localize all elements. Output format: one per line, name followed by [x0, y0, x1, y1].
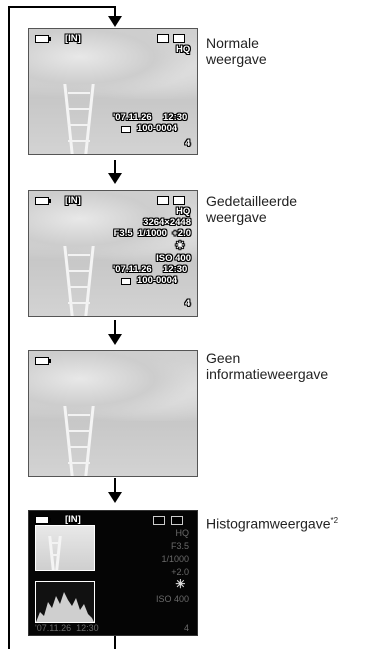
resolution-text: 3264×2448	[143, 217, 191, 228]
battery-icon	[35, 357, 51, 365]
quality-indicator: HQ	[175, 528, 190, 538]
exposure-text: F3.5 1/1000 +2.0	[113, 228, 191, 239]
label-detailed: Gedetailleerde weergave	[206, 193, 298, 225]
label-no-info: Geen informatieweergave	[206, 350, 329, 382]
memory-card-icon	[121, 126, 131, 133]
battery-icon	[35, 35, 51, 43]
tower-image	[63, 406, 95, 476]
flow-stem-4	[114, 478, 116, 494]
aperture-text: F3.5	[170, 541, 189, 551]
ev-text: +2.0	[171, 567, 189, 577]
tower-image	[63, 246, 95, 316]
memory-card-icon	[121, 278, 131, 285]
screen-no-info	[28, 350, 198, 477]
flow-top-bar	[8, 6, 116, 8]
date-text: '07.11.26	[113, 264, 152, 275]
datetime-text: '07.11.26 12:30	[35, 623, 99, 633]
print-icon	[157, 34, 169, 43]
print-icon	[153, 516, 165, 525]
screen-histogram: [IN] HQ F3.5 1/1000 +2.0 ☀ ISO 400 '07.1…	[28, 510, 198, 636]
time-text: 12:30	[163, 112, 188, 123]
time-text: 12:30	[163, 264, 188, 275]
iso-text: ISO 400	[156, 253, 191, 264]
frame-number: 4	[185, 298, 191, 309]
print-icon	[157, 196, 169, 205]
tower-image	[63, 84, 95, 154]
quality-indicator: HQ	[176, 44, 191, 55]
frame-number: 4	[183, 623, 189, 633]
protect-icon	[171, 516, 183, 525]
screen-normal: [IN] HQ '07.11.26 12:30 100-0004 4	[28, 28, 198, 155]
frame-number: 4	[185, 138, 191, 149]
label-normal: Normale weergave	[206, 35, 267, 67]
histogram-chart	[35, 581, 95, 623]
label-histogram: Histogramweergave*2	[206, 513, 366, 532]
arrow-down-icon	[108, 334, 122, 345]
sun-icon: ☀	[175, 240, 185, 252]
flow-stem-3	[114, 320, 116, 336]
memory-indicator: [IN]	[65, 195, 81, 206]
memory-indicator: [IN]	[65, 33, 81, 44]
sun-icon: ☀	[175, 577, 186, 591]
arrow-down-icon	[108, 16, 122, 27]
arrow-down-icon	[108, 492, 122, 503]
flow-top-stem	[114, 6, 116, 18]
screen-detailed: [IN] HQ 3264×2448 F3.5 1/1000 +2.0 ☀ ISO…	[28, 190, 198, 317]
protect-icon	[173, 196, 185, 205]
file-number: 100-0004	[137, 123, 178, 134]
quality-indicator: HQ	[176, 206, 191, 217]
flow-bottom-stem	[114, 636, 116, 649]
arrow-down-icon	[108, 173, 122, 184]
date-text: '07.11.26	[113, 112, 152, 123]
file-number: 100-0004	[137, 275, 178, 286]
memory-indicator: [IN]	[65, 514, 81, 525]
protect-icon	[173, 34, 185, 43]
flow-stem-2	[114, 160, 116, 175]
iso-text: ISO 400	[155, 594, 189, 604]
label-histogram-text: Histogramweergave	[206, 515, 331, 532]
footnote-marker: *2	[330, 516, 339, 525]
thumbnail-image	[35, 525, 95, 571]
battery-icon	[35, 197, 51, 205]
flow-top-connector	[8, 6, 10, 649]
shutter-text: 1/1000	[161, 554, 189, 564]
battery-icon	[35, 516, 51, 524]
